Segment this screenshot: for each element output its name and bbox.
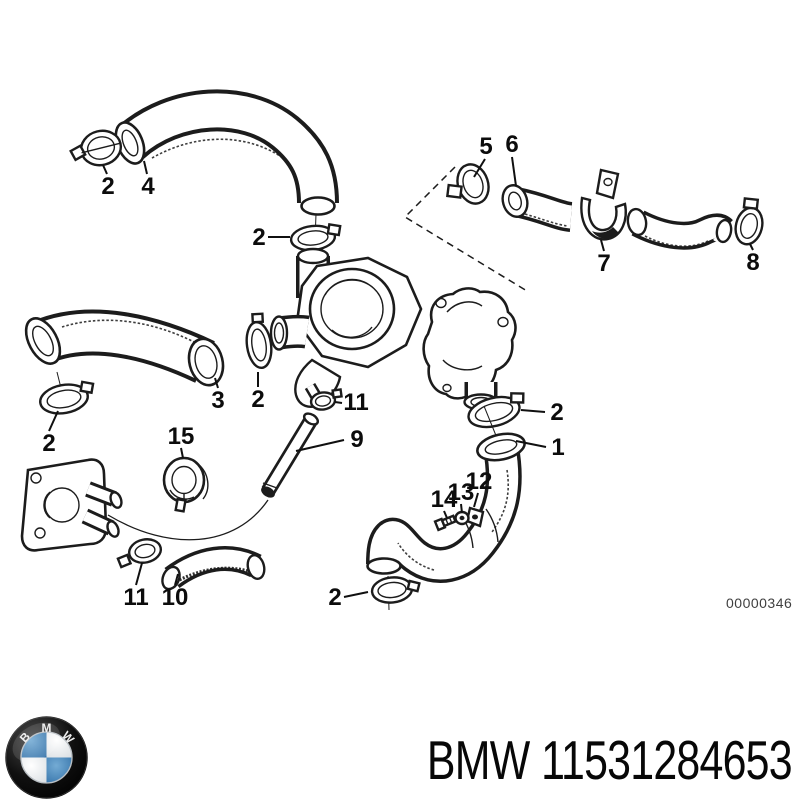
callout-leader-12	[473, 492, 479, 508]
callout-leader-15	[180, 447, 184, 459]
part-callout-2: 2	[252, 224, 265, 251]
part-6-hose-drawing	[501, 184, 574, 232]
part-9-pipe-drawing	[261, 412, 320, 498]
part-13-washer-drawing	[454, 510, 470, 526]
part-callout-11: 11	[123, 584, 148, 611]
logo-letter-m: M	[42, 721, 52, 735]
callout-leader-2	[102, 164, 108, 175]
part-callout-12: 12	[466, 468, 493, 495]
part-2-clamp-a-drawing	[69, 129, 123, 167]
part-15-ring-drawing	[162, 456, 209, 513]
callout-leader-9	[295, 439, 345, 452]
callout-leader-11	[334, 401, 343, 404]
thermostat-housing-drawing	[269, 256, 423, 408]
part-14-screw-drawing	[433, 514, 458, 532]
part-number-text: 11531284653	[541, 729, 792, 791]
part-callout-2: 2	[328, 584, 341, 611]
callout-leader-2	[343, 591, 369, 598]
callout-leader-2	[48, 410, 59, 432]
part-2-clamp-d-drawing	[245, 312, 273, 370]
callout-leader-10	[174, 573, 179, 586]
brand-text: BMW	[427, 729, 530, 791]
part-1-hose-drawing	[366, 405, 526, 611]
part-callout-11: 11	[343, 389, 368, 416]
reference-curve	[107, 499, 269, 541]
part-callout-2: 2	[251, 386, 264, 413]
thermostat-cover-drawing	[422, 287, 517, 411]
callout-leader-1	[515, 440, 547, 448]
part-8-hose-drawing	[626, 207, 733, 250]
part-11-clamp-top-drawing	[309, 388, 343, 411]
part-2-clamp-b-drawing	[289, 223, 342, 252]
part-callout-6: 6	[505, 131, 518, 158]
callout-leader-4	[143, 160, 148, 175]
part-callout-8: 8	[746, 249, 759, 276]
part-callout-14: 14	[431, 486, 458, 513]
part-callout-13: 13	[448, 479, 475, 506]
callout-leader-14	[443, 510, 448, 519]
part-callout-5: 5	[479, 133, 492, 160]
part-2-clamp-e-drawing	[467, 392, 525, 429]
part-2-clamp-c-drawing	[39, 380, 95, 415]
water-valve-flange-drawing	[20, 458, 123, 552]
bmw-logo-icon: B M W	[5, 716, 88, 799]
callout-leader-6	[511, 156, 517, 187]
callout-leader-5	[473, 158, 486, 178]
part-3-hose-drawing	[24, 309, 225, 397]
part-2-clamp-f-drawing	[370, 576, 421, 604]
part-callout-3: 3	[211, 387, 224, 414]
callout-leader-11	[135, 562, 143, 586]
callout-leader-2	[520, 409, 546, 413]
part-callout-2: 2	[42, 430, 55, 457]
logo-quarters: B M W	[17, 721, 78, 784]
part-callout-15: 15	[168, 423, 195, 450]
part-callout-1: 1	[551, 434, 564, 461]
callout-leader-8	[749, 243, 754, 251]
part-callout-4: 4	[141, 173, 155, 200]
callout-leader-7	[600, 239, 605, 252]
diagram-watermark: 00000346	[726, 595, 793, 611]
part-callout-10: 10	[162, 584, 189, 611]
part-4-hose-drawing	[114, 89, 339, 297]
part-callout-7: 7	[597, 250, 610, 277]
part-7-bracket-drawing	[580, 168, 627, 241]
part-callout-2: 2	[550, 399, 563, 426]
part-8-clamp-drawing	[734, 197, 764, 246]
part-5-clamp-drawing	[446, 163, 490, 205]
part-callout-9: 9	[350, 426, 363, 453]
part-callout-2: 2	[101, 173, 114, 200]
callout-leader-3	[214, 377, 219, 389]
callout-leader-13	[460, 503, 463, 514]
part-11-clamp-bottom-drawing	[116, 538, 163, 569]
